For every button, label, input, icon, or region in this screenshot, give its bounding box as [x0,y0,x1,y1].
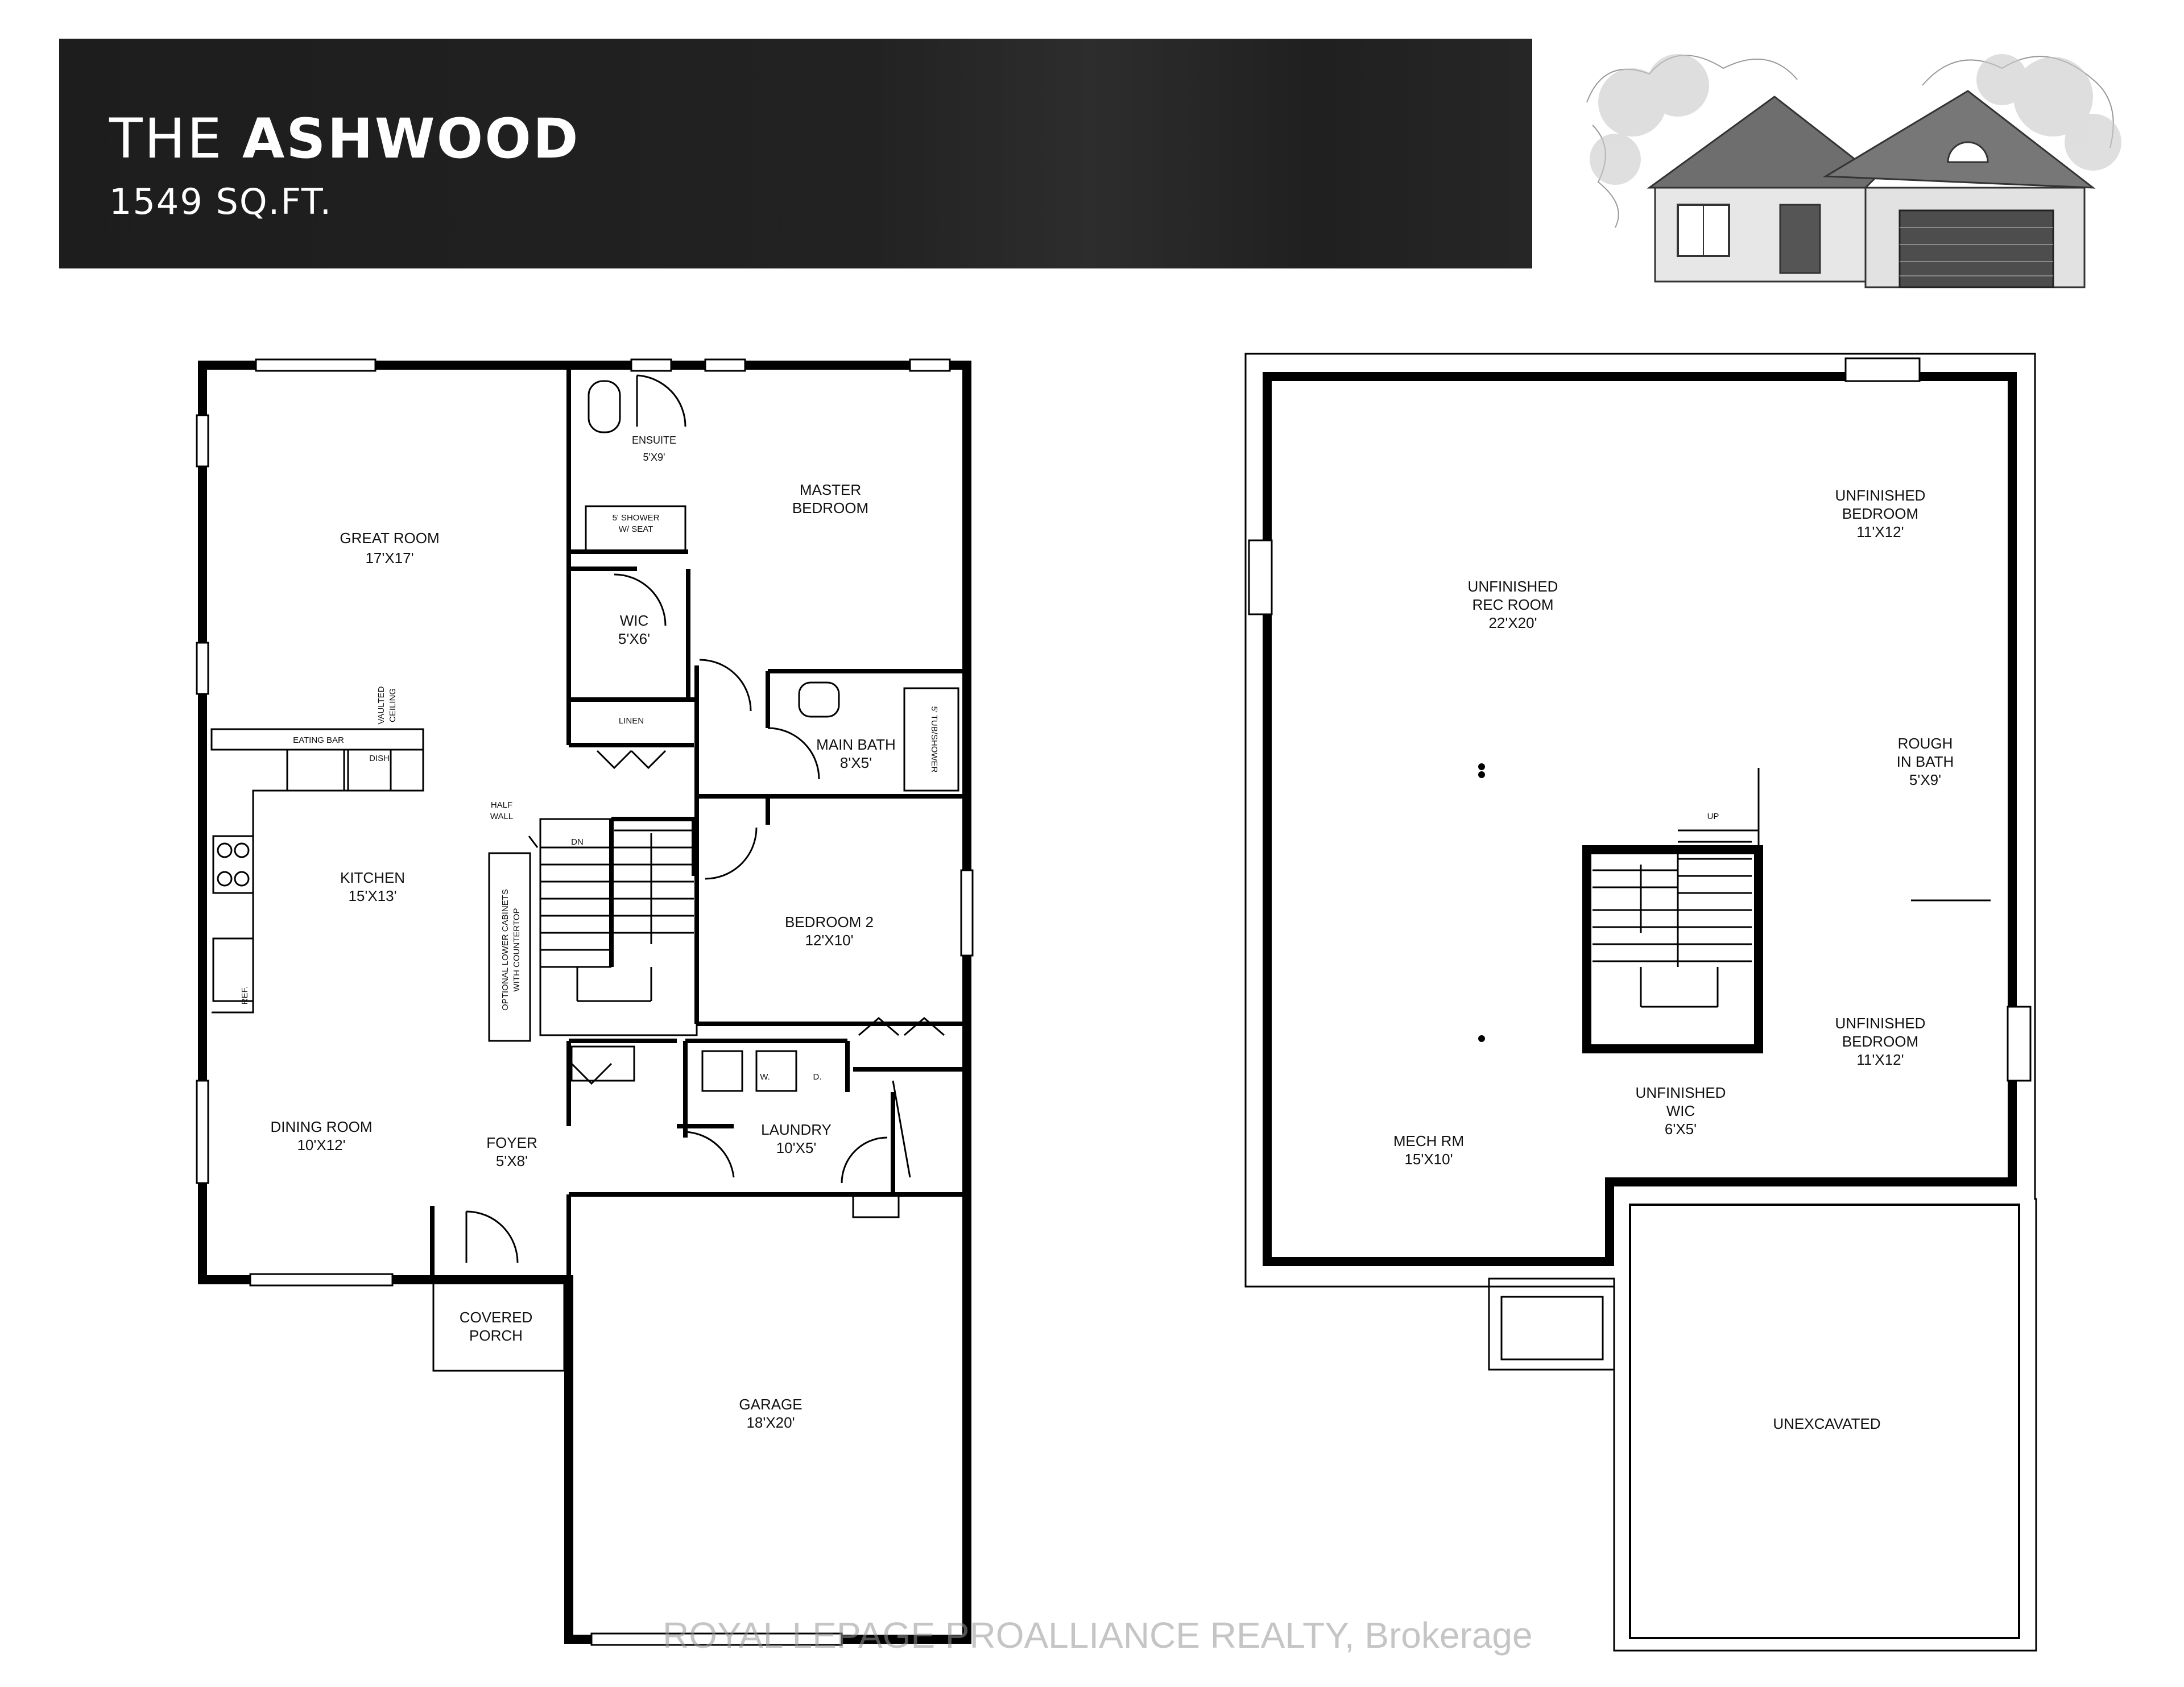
stair-up-note: UP [1707,812,1719,821]
kitchen-size: 15'X13' [348,887,396,904]
covered-porch-name-2: PORCH [469,1327,523,1344]
bedroom-b-label-2: BEDROOM [1842,1033,1918,1050]
rec-room-size: 22'X20' [1488,614,1537,631]
foyer-name: FOYER [486,1134,537,1151]
tub-note: 5' TUB/SHOWER [929,706,939,773]
half-wall-note-1: HALF [491,800,512,810]
laundry-name: LAUNDRY [761,1121,832,1138]
wic-size: 5'X6' [618,630,650,647]
basement-plan: UNFINISHED REC ROOM 22'X20' UNFINISHED B… [1244,353,2037,1652]
linen-note: LINEN [619,716,644,726]
cabinet-note-1: OPTIONAL LOWER CABINETS [500,889,510,1011]
bsmt-wic-label-2: WIC [1666,1102,1695,1119]
dish-note: DISH [369,754,390,763]
title-prefix: THE [109,107,224,171]
vaulted-note-1: VAULTED [377,686,386,724]
washer-note: W. [760,1072,770,1082]
brokerage-watermark: ROYAL LEPAGE PROALLIANCE REALTY, Brokera… [663,1615,1533,1656]
half-wall-note-2: WALL [490,812,513,821]
foyer-size: 5'X8' [496,1152,528,1169]
rough-bath-size: 5'X9' [1909,771,1941,788]
unexcavated-label: UNEXCAVATED [1773,1415,1880,1432]
bsmt-wic-size: 6'X5' [1665,1120,1697,1138]
bedroom-a-size: 11'X12' [1856,523,1904,540]
master-bedroom-name-2: BEDROOM [792,499,868,516]
bedroom-a-label-1: UNFINISHED [1835,487,1926,504]
bedroom-2-size: 12'X10' [805,932,853,949]
bsmt-wic-label-1: UNFINISHED [1636,1084,1726,1101]
eating-bar-note: EATING BAR [293,735,344,745]
bedroom-a-label-2: BEDROOM [1842,505,1918,522]
shower-note-2: W/ SEAT [619,524,653,534]
stair-down-note: DN [571,837,584,847]
kitchen-name: KITCHEN [340,869,405,886]
vaulted-note-2: CEILING [388,688,398,722]
cabinet-note-2: WITH COUNTERTOP [512,908,522,992]
master-bedroom-name: MASTER [800,481,861,498]
rough-bath-label-2: IN BATH [1897,753,1954,770]
dining-room-name: DINING ROOM [270,1118,372,1135]
title-name: ASHWOOD [242,107,580,171]
dryer-note: D. [813,1072,822,1082]
rough-bath-label-1: ROUGH [1898,735,1953,752]
main-floor-plan: GREAT ROOM 17'X17' ENSUITE 5'X9' MASTER … [196,358,974,1646]
garage-name: GARAGE [739,1396,802,1413]
mech-room-size: 15'X10' [1404,1151,1453,1168]
bedroom-b-size: 11'X12' [1856,1051,1904,1068]
bedroom-2-name: BEDROOM 2 [785,913,874,931]
great-room-name: GREAT ROOM [340,530,439,547]
main-bath-size: 8'X5' [840,754,872,771]
plan-header-banner: THE ASHWOOD 1549 SQ.FT. [59,39,1532,268]
wic-name: WIC [620,612,649,629]
shower-note-1: 5' SHOWER [613,513,660,523]
dining-room-size: 10'X12' [297,1136,345,1153]
bedroom-b-label-1: UNFINISHED [1835,1015,1926,1032]
plan-title: THE ASHWOOD [109,107,580,171]
mech-room-label: MECH RM [1393,1132,1464,1150]
ensuite-size: 5'X9' [643,452,665,463]
rec-room-label-1: UNFINISHED [1468,578,1558,595]
garage-size: 18'X20' [746,1414,795,1431]
rec-room-label-2: REC ROOM [1472,596,1554,613]
main-bath-name: MAIN BATH [816,736,896,753]
square-footage: 1549 SQ.FT. [109,181,333,222]
covered-porch-name: COVERED [460,1309,533,1326]
house-elevation-sketch [1586,54,2121,288]
great-room-size: 17'X17' [365,549,413,567]
ensuite-name: ENSUITE [632,435,676,446]
laundry-size: 10'X5' [776,1139,817,1156]
fridge-note: REF. [240,986,250,1005]
